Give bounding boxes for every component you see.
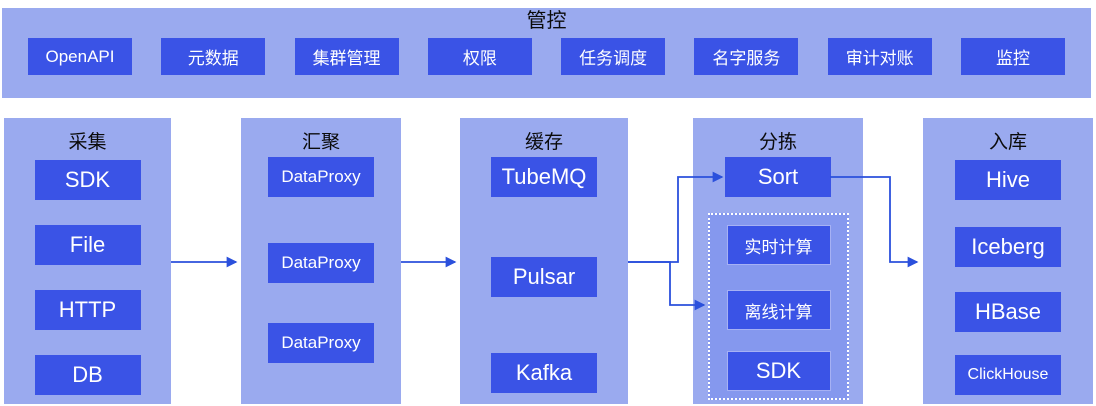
node-iceberg: Iceberg	[955, 227, 1061, 267]
column-aggregation-title: 汇聚	[301, 132, 340, 153]
column-cache-title: 缓存	[524, 132, 563, 153]
column-sorting: 分拣 Sort 实时计算 离线计算 SDK	[693, 118, 863, 404]
node-metadata: 元数据	[161, 38, 266, 75]
node-task-scheduling: 任务调度	[561, 38, 666, 75]
node-hive: Hive	[955, 160, 1061, 200]
node-hbase: HBase	[955, 292, 1061, 332]
node-clickhouse: ClickHouse	[955, 355, 1061, 395]
column-sorting-title: 分拣	[758, 132, 797, 153]
column-collection-title: 采集	[68, 132, 107, 153]
node-name-service: 名字服务	[694, 38, 799, 75]
node-group-sdk: SDK	[726, 351, 831, 391]
node-tubemq: TubeMQ	[491, 157, 597, 197]
node-sdk: SDK	[34, 160, 141, 200]
node-openapi: OpenAPI	[28, 38, 132, 75]
node-offline-compute: 离线计算	[726, 290, 831, 330]
control-panel-buttons: OpenAPI 元数据 集群管理 权限 任务调度 名字服务 审计对账 监控	[2, 38, 1091, 75]
node-sort: Sort	[725, 157, 831, 197]
control-panel-title: 管控	[526, 10, 567, 32]
node-dataproxy-2: DataProxy	[268, 243, 374, 283]
node-dataproxy-3: DataProxy	[268, 323, 374, 363]
column-cache: 缓存 TubeMQ Pulsar Kafka	[460, 118, 628, 404]
column-collection: 采集 SDK File HTTP DB	[4, 118, 171, 404]
control-panel: 管控 OpenAPI 元数据 集群管理 权限 任务调度 名字服务 审计对账 监控	[2, 8, 1091, 98]
node-db: DB	[34, 355, 141, 395]
column-storage-title: 入库	[988, 132, 1027, 153]
node-permission: 权限	[427, 38, 532, 75]
column-aggregation: 汇聚 DataProxy DataProxy DataProxy	[241, 118, 401, 404]
column-storage: 入库 Hive Iceberg HBase ClickHouse	[923, 118, 1093, 404]
compute-group: 实时计算 离线计算 SDK	[708, 213, 849, 400]
node-dataproxy-1: DataProxy	[268, 157, 374, 197]
node-cluster-management: 集群管理	[294, 38, 399, 75]
node-realtime-compute: 实时计算	[726, 225, 831, 265]
node-pulsar: Pulsar	[491, 257, 597, 297]
node-file: File	[34, 225, 141, 265]
node-kafka: Kafka	[491, 353, 597, 393]
node-audit-reconciliation: 审计对账	[827, 38, 932, 75]
node-monitoring: 监控	[960, 38, 1065, 75]
node-http: HTTP	[34, 290, 141, 330]
